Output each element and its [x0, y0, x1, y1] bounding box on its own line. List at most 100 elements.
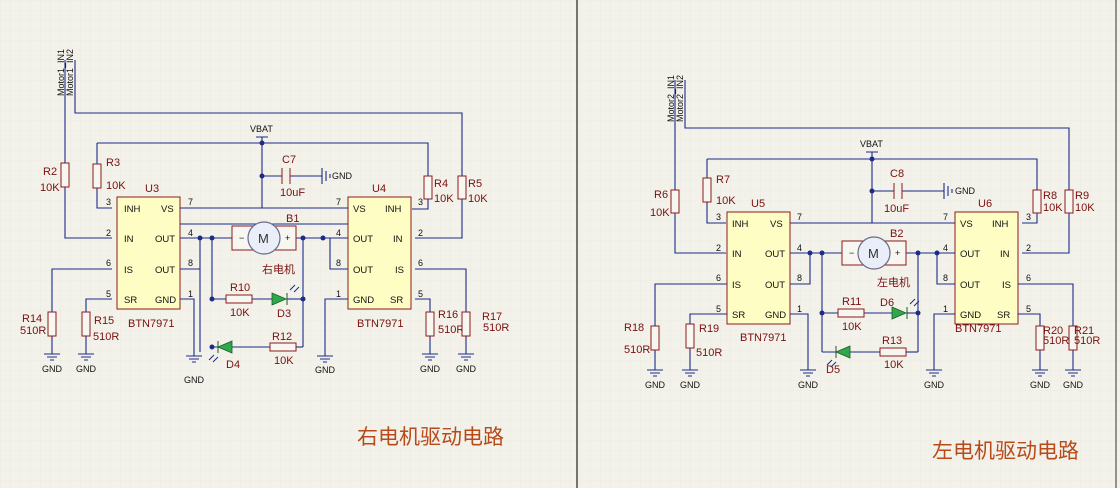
svg-text:GND: GND [76, 364, 97, 374]
svg-text:SR: SR [997, 310, 1010, 321]
svg-text:10K: 10K [884, 359, 904, 371]
svg-text:8: 8 [188, 258, 193, 268]
svg-text:BTN7971: BTN7971 [955, 323, 1001, 335]
svg-text:R12: R12 [272, 331, 292, 343]
svg-text:−: − [849, 248, 854, 258]
svg-text:D5: D5 [826, 364, 840, 376]
resistor-r8: R8 10K [1032, 189, 1063, 214]
svg-text:VS: VS [960, 219, 973, 230]
right-motor-driver: Motor1_IN1 Motor1_IN2 VBAT C7 10uF GND U… [20, 49, 509, 449]
svg-text:1: 1 [797, 304, 802, 314]
net-label-motor2-in2: Motor2_IN2 [675, 75, 685, 122]
u3-model: BTN7971 [128, 318, 174, 330]
svg-text:10K: 10K [468, 193, 488, 205]
capacitor-c8: C8 10uF GND [872, 168, 976, 215]
u4-model: BTN7971 [357, 318, 403, 330]
net-label-motor1-in2: Motor1_IN2 [65, 49, 75, 96]
svg-text:6: 6 [1026, 273, 1031, 283]
motor-b1-letter: M [258, 231, 269, 246]
svg-text:GND: GND [353, 295, 374, 306]
svg-text:10K: 10K [106, 180, 126, 192]
svg-text:D6: D6 [880, 297, 894, 309]
svg-text:IS: IS [395, 265, 404, 276]
svg-text:INH: INH [124, 204, 141, 215]
svg-text:IN: IN [393, 234, 403, 245]
svg-text:R13: R13 [882, 335, 902, 347]
resistor-r9: R9 10K [1064, 189, 1095, 214]
gnd-symbol: GND [76, 353, 97, 374]
chip-u6: U6 BTN7971 VS OUT OUT GND INH IN IS SR 7… [943, 198, 1031, 335]
svg-text:GND: GND [456, 364, 477, 374]
resistor-r2: R2 10K [40, 162, 70, 194]
u3-ref: U3 [145, 183, 159, 195]
resistor-r13: R13 10K [879, 335, 918, 371]
left-motor-driver: Motor2_IN1 Motor2_IN2 VBAT C8 10uF GND U… [624, 75, 1100, 463]
svg-text:3: 3 [1026, 212, 1031, 222]
svg-text:GND: GND [924, 380, 945, 390]
resistor-r10: R10 10K [212, 282, 272, 319]
svg-text:1: 1 [336, 289, 341, 299]
gnd-symbol: GND [680, 369, 701, 390]
svg-text:510R: 510R [483, 322, 509, 334]
motor-b1: M − + B1 右电机 [231, 213, 299, 276]
c7-ref: C7 [282, 154, 296, 166]
svg-text:GND: GND [645, 380, 666, 390]
svg-text:GND: GND [42, 364, 63, 374]
b1-name: 右电机 [262, 262, 295, 276]
resistor-r19: R19 510R [685, 323, 722, 359]
svg-text:C8: C8 [890, 168, 904, 180]
svg-text:510R: 510R [93, 331, 119, 343]
resistor-r15: R15 510R [81, 311, 119, 343]
svg-text:5: 5 [1026, 304, 1031, 314]
c7-gnd-label: GND [332, 171, 353, 181]
svg-text:6: 6 [716, 273, 721, 283]
svg-text:2: 2 [1026, 243, 1031, 253]
svg-text:INH: INH [732, 219, 749, 230]
gnd-symbol: GND [184, 355, 205, 385]
led-d5: D5 [822, 345, 880, 376]
svg-text:IN: IN [1000, 249, 1010, 260]
svg-text:R3: R3 [106, 157, 120, 169]
svg-text:R20: R20 [1043, 325, 1063, 337]
svg-text:4: 4 [188, 228, 193, 238]
svg-text:1: 1 [188, 289, 193, 299]
capacitor-c7: C7 10uF GND [262, 154, 353, 199]
gnd-symbol: GND [798, 369, 819, 390]
svg-text:SR: SR [732, 310, 745, 321]
led-d6: D6 [880, 297, 920, 320]
gnd-symbol: GND [42, 353, 63, 374]
svg-text:10K: 10K [650, 207, 670, 219]
chip-u5: U5 BTN7971 INH IN IS SR VS OUT OUT GND 3… [716, 198, 802, 344]
svg-text:B2: B2 [890, 228, 903, 240]
c7-value: 10uF [280, 187, 305, 199]
svg-text:10K: 10K [40, 182, 60, 194]
svg-text:+: + [285, 233, 290, 243]
svg-text:R11: R11 [842, 296, 861, 308]
svg-text:3: 3 [418, 197, 423, 207]
svg-text:R16: R16 [438, 309, 458, 321]
svg-text:IN: IN [124, 234, 134, 245]
svg-text:GND: GND [1030, 380, 1051, 390]
svg-text:R21: R21 [1074, 325, 1094, 337]
svg-text:R6: R6 [654, 189, 668, 201]
svg-text:R2: R2 [43, 166, 57, 178]
gnd-symbol: GND [1063, 369, 1084, 390]
svg-text:+: + [895, 248, 900, 258]
svg-text:GND: GND [315, 365, 336, 375]
resistor-r3: R3 10K [92, 157, 126, 192]
resistor-r6: R6 10K [650, 189, 680, 219]
svg-text:OUT: OUT [155, 265, 175, 276]
svg-text:1: 1 [943, 304, 948, 314]
resistor-r4: R4 10K [423, 175, 454, 205]
svg-text:D4: D4 [226, 359, 240, 371]
svg-text:GND: GND [765, 310, 786, 321]
led-d4: D4 [208, 340, 270, 371]
svg-text:510R: 510R [696, 347, 722, 359]
svg-text:R10: R10 [230, 282, 250, 294]
svg-text:5: 5 [106, 289, 111, 299]
svg-text:10K: 10K [716, 195, 736, 207]
net-label-vbat: VBAT [250, 124, 273, 134]
svg-text:6: 6 [418, 258, 423, 268]
svg-text:GND: GND [798, 380, 819, 390]
